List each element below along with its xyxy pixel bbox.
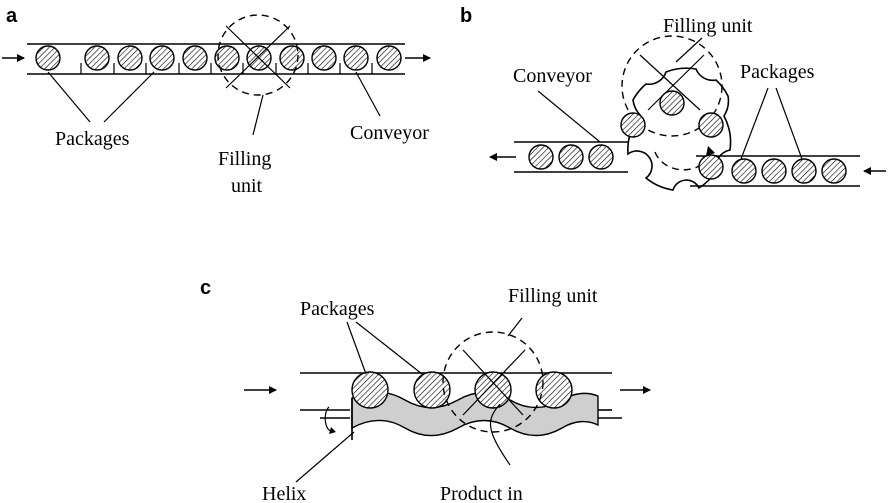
package [791,158,817,184]
panel-c-helix [351,391,599,437]
package [182,45,208,71]
panel-b-rotation-arrowhead [706,146,715,156]
panel-b-conveyor-label: Conveyor [513,65,592,87]
panel-b-star-wheel [627,67,732,191]
panel-b-left-packages [528,144,614,170]
panel-b-right-packages [731,158,847,184]
panel-c-packages-label: Packages [300,298,375,320]
panel-c-packages-leader-1 [346,321,367,375]
package [311,45,337,71]
package [214,45,240,71]
panel-c-filling-label: Filling unit [508,285,598,307]
package [821,158,847,184]
panel-a-filling-unit-outline [217,14,299,96]
panel-a-conveyor-label: Conveyor [350,122,429,144]
package [659,90,685,116]
panel-b: b [460,5,886,191]
panel-c-product-in-leader [489,403,511,466]
package [35,45,61,71]
package [698,112,724,138]
panel-a-packages-label: Packages [55,128,130,150]
panel-a-letter: a [6,5,18,27]
panel-a-separators [80,63,373,74]
panel-b-filling-cross-2 [647,54,705,111]
package [279,45,305,71]
panel-a: a [2,5,431,197]
panel-c-rotation-arrowhead [329,427,336,434]
panel-b-packages-leader-2 [775,87,803,160]
package [588,144,614,170]
package [558,144,584,170]
panel-c-helix-label: Helix [262,483,306,503]
panel-b-packages-label: Packages [740,61,815,83]
panel-b-filling-unit-outline [621,35,723,137]
panel-a-packages-leader-2 [103,71,155,123]
panel-c-product-in-label: Product in [440,483,523,503]
package [351,371,389,409]
panel-b-packages-leader-1 [740,87,769,160]
panel-c-helix-leader [295,431,355,483]
panel-b-filling-leader [675,37,703,63]
panel-c-filling-leader [507,317,523,337]
panel-c-packages-leader-2 [355,321,423,375]
panel-c-filling-unit-outline [442,331,544,433]
package [84,45,110,71]
package [117,45,143,71]
package [620,112,646,138]
package [698,154,724,180]
panel-a-packages-leader-1 [47,71,91,123]
panel-a-filling-leader [252,94,264,136]
package [376,45,402,71]
panel-b-conveyor-leader [537,90,601,143]
panel-b-letter: b [460,5,472,27]
package [413,371,451,409]
panel-c-filling-cross-1 [462,349,524,416]
package [149,45,175,71]
panel-b-wheel-packages [620,90,724,180]
panel-a-filling-label-line2: unit [231,175,263,197]
panel-c-letter: c [200,277,211,299]
panel-c-filling-cross-2 [462,349,526,416]
panel-b-filling-label: Filling unit [663,15,753,37]
panel-b-filling-cross-1 [639,54,701,111]
panel-a-filling-label-line1: Filling [218,148,271,170]
package [761,158,787,184]
panel-a-filling-cross-2 [225,25,291,89]
package [528,144,554,170]
panel-a-conveyor-leader [355,71,381,117]
package [535,371,573,409]
package [474,371,512,409]
package [343,45,369,71]
package [731,158,757,184]
panel-c-packages [351,371,573,409]
panel-c: c Packages [200,277,651,503]
